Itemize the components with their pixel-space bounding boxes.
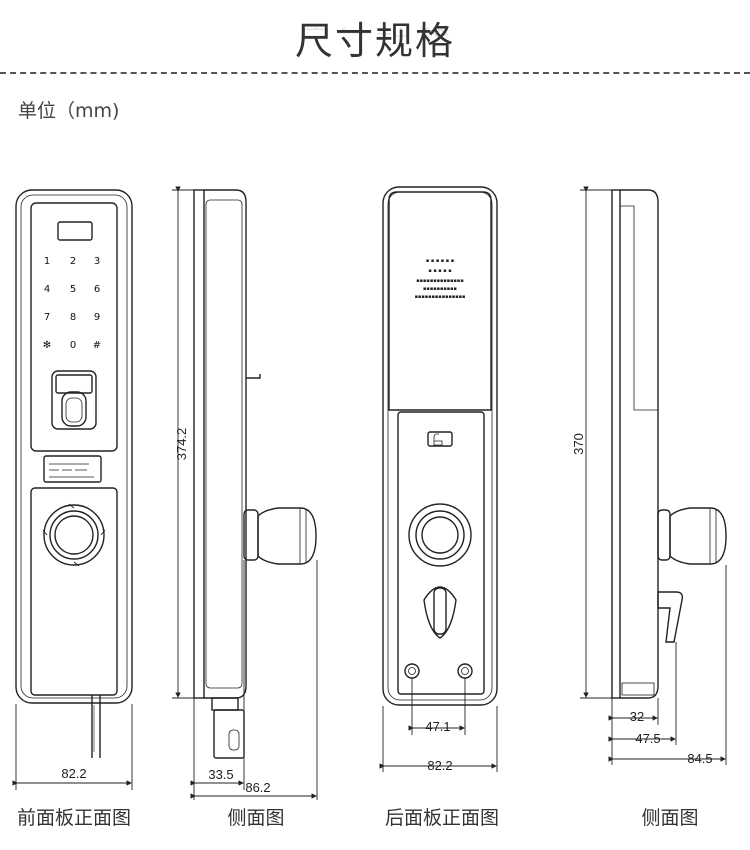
side1-depth-dimensions <box>190 560 318 800</box>
caption-side2: 侧面图 <box>641 807 699 829</box>
svg-text:▪ ▪ ▪ ▪ ▪: ▪ ▪ ▪ ▪ ▪ <box>428 268 451 274</box>
keypad-key: # <box>93 340 101 351</box>
front-height-label: 374.2 <box>174 428 189 461</box>
front-width-dimension <box>12 704 133 790</box>
page-title: 尺寸规格 <box>294 19 455 63</box>
caption-front: 前面板正面图 <box>16 807 131 829</box>
keypad-key: ✻ <box>43 340 51 351</box>
back-hole-spacing-label: 47.1 <box>425 719 450 734</box>
svg-text:▪▪▪▪▪▪▪▪▪▪▪▪▪▪▪: ▪▪▪▪▪▪▪▪▪▪▪▪▪▪▪ <box>415 294 466 300</box>
back-height-label: 370 <box>571 433 586 455</box>
keypad-key: 2 <box>70 256 76 267</box>
svg-text:▪ ▪ ▪ ▪ ▪ ▪: ▪ ▪ ▪ ▪ ▪ ▪ <box>426 258 454 264</box>
side-depth-a-label: 33.5 <box>208 767 233 782</box>
front-keypad: 1 2 3 4 5 6 7 8 9 ✻ 0 # <box>43 256 101 351</box>
front-width-label: 82.2 <box>61 766 86 781</box>
keypad-key: 8 <box>70 312 76 323</box>
keypad-key: 5 <box>70 284 76 295</box>
side2-b-label: 47.5 <box>635 731 660 746</box>
side-view-2 <box>611 189 727 699</box>
caption-side: 侧面图 <box>227 807 285 829</box>
svg-text:▪▪▪▪▪▪▪▪▪▪: ▪▪▪▪▪▪▪▪▪▪ <box>423 286 457 292</box>
keypad-key: 7 <box>44 312 50 323</box>
side1-height-dimension <box>172 186 194 699</box>
keypad-key: 6 <box>94 284 100 295</box>
keypad-key: 9 <box>94 312 100 323</box>
side2-a-label: 32 <box>630 709 644 724</box>
svg-text:▪▪▪▪▪▪▪▪▪▪▪▪▪▪: ▪▪▪▪▪▪▪▪▪▪▪▪▪▪ <box>416 278 463 284</box>
back-dimensions <box>379 678 498 772</box>
keypad-key: 1 <box>44 256 50 267</box>
keypad-key: 0 <box>70 340 76 351</box>
front-panel-view <box>15 189 133 758</box>
side2-c-label: 84.5 <box>687 751 712 766</box>
back-panel-view <box>382 186 498 706</box>
keypad-key: 4 <box>44 284 50 295</box>
side2-height-dimension <box>580 186 612 699</box>
back-width-label: 82.2 <box>427 758 452 773</box>
unit-label: 单位（mm) <box>18 100 120 122</box>
side-view-1 <box>193 189 317 759</box>
keypad-key: 3 <box>94 256 100 267</box>
side2-depth-dimensions <box>608 565 727 765</box>
side-depth-b-label: 86.2 <box>245 780 270 795</box>
back-label-sticker: ▪ ▪ ▪ ▪ ▪ ▪ ▪ ▪ ▪ ▪ ▪ ▪▪▪▪▪▪▪▪▪▪▪▪▪▪ ▪▪▪… <box>415 258 466 300</box>
brand-plate-marks <box>49 463 94 478</box>
caption-back: 后面板正面图 <box>384 807 499 829</box>
title-divider <box>0 72 750 74</box>
